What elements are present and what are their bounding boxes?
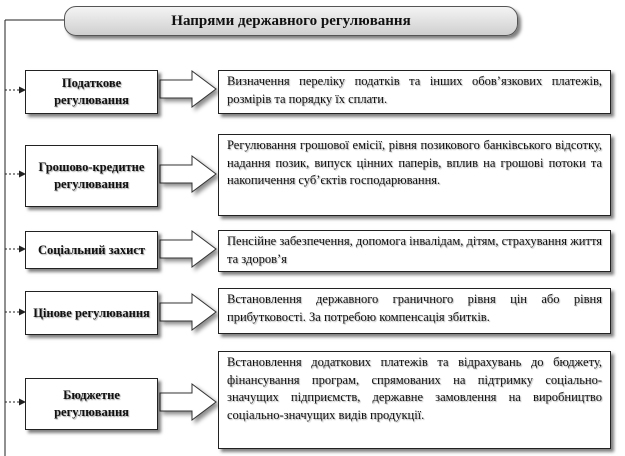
description-box-price: Встановлення державного граничного рівня… [218, 288, 611, 334]
block-arrow-2 [159, 155, 217, 193]
direction-box-budget: Бюджетне регулювання [25, 378, 158, 430]
block-arrow-5 [159, 383, 217, 421]
block-arrow-3 [159, 230, 217, 268]
block-arrow-1 [159, 70, 217, 108]
description-box-monetary: Регулювання грошової емісії, рівня позик… [218, 134, 611, 216]
direction-box-price: Цінове регулювання [25, 291, 158, 335]
direction-box-tax: Податкове регулювання [25, 70, 158, 114]
block-arrow-4 [159, 293, 217, 331]
direction-box-monetary: Грошово-кредитне регулювання [25, 145, 158, 207]
direction-box-social: Соціальний захист [25, 231, 158, 269]
description-box-social: Пенсійне забезпечення, допомога інваліда… [218, 230, 611, 272]
diagram-title: Напрями державного регулювання [64, 6, 518, 36]
description-box-budget: Встановлення додаткових платежів та відр… [218, 351, 611, 449]
description-box-tax: Визначення переліку податків та інших об… [218, 70, 611, 114]
